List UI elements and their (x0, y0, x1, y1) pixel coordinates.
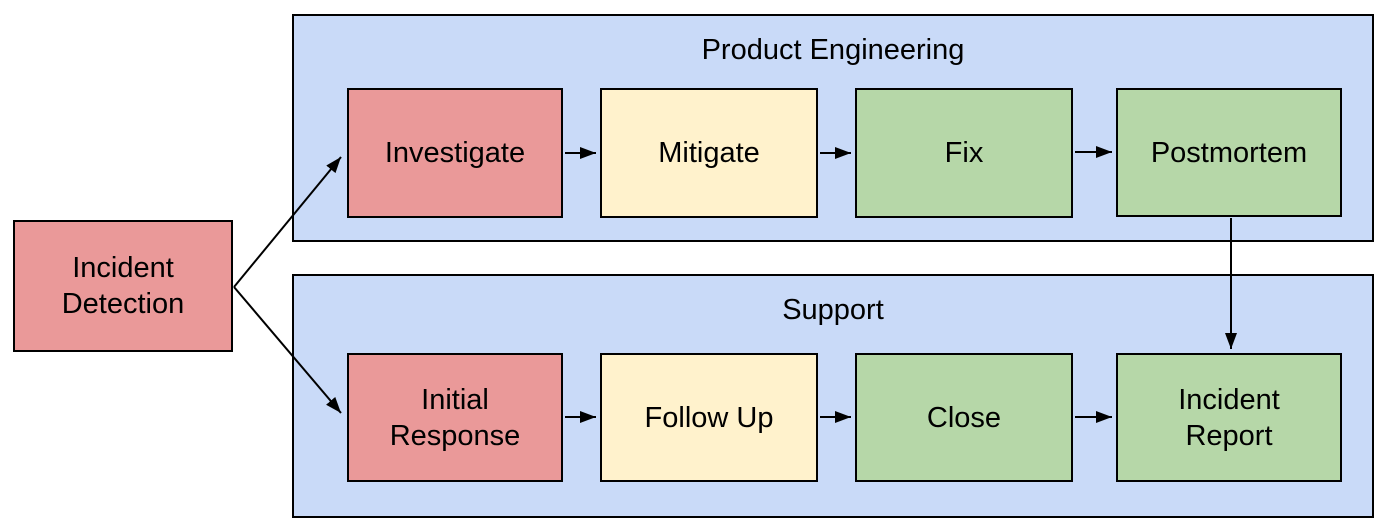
node-incident-detection: Incident Detection (13, 220, 233, 352)
node-initial-response: Initial Response (347, 353, 563, 482)
lane-title-support: Support (782, 294, 884, 326)
node-label-fix: Fix (944, 137, 984, 169)
node-label-follow-up: Follow Up (644, 401, 774, 434)
node-incident-report: Incident Report (1116, 353, 1342, 482)
lane-title-product-engineering: Product Engineering (701, 34, 965, 66)
node-fix: Fix (855, 88, 1073, 218)
node-label-incident-report: Incident Report (1178, 383, 1280, 452)
node-label-initial-response: Initial Response (389, 383, 521, 452)
node-postmortem: Postmortem (1116, 88, 1342, 217)
node-label-postmortem: Postmortem (1150, 136, 1308, 169)
node-label-mitigate: Mitigate (658, 137, 760, 169)
node-label-investigate: Investigate (384, 137, 526, 169)
node-label-close: Close (926, 401, 1002, 434)
node-label-incident-detection: Incident Detection (61, 252, 185, 320)
node-investigate: Investigate (347, 88, 563, 218)
node-close: Close (855, 353, 1073, 482)
node-follow-up: Follow Up (600, 353, 818, 482)
node-mitigate: Mitigate (600, 88, 818, 218)
